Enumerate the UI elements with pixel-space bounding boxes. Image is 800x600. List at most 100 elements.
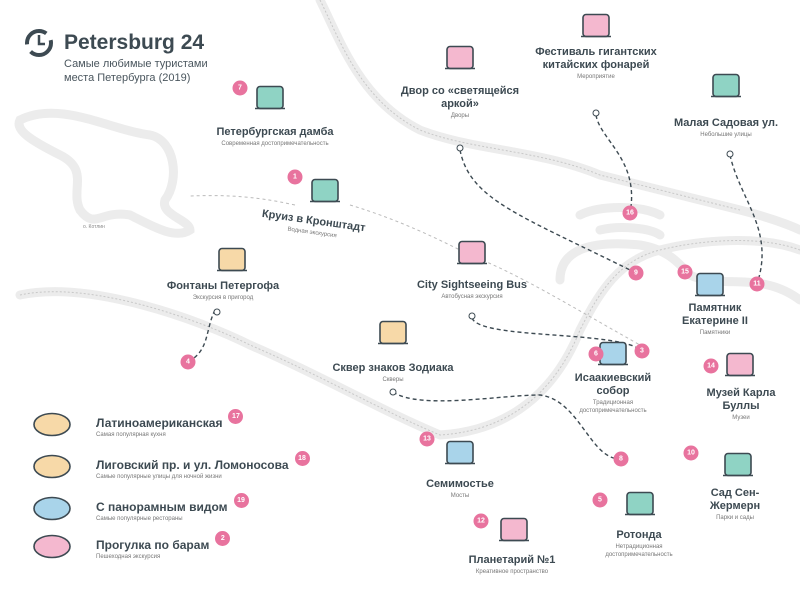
number-badge: 12 [473, 513, 489, 529]
number-badge: 9 [628, 265, 644, 281]
legend-title: С панорамным видом [96, 500, 228, 514]
place-category: Экскурсия в пригород [192, 295, 254, 301]
rotunda-icon [622, 489, 658, 524]
subtitle-line-1: Самые любимые туристами [64, 58, 208, 70]
place-category: Креативное пространство [475, 569, 549, 575]
number-badge: 6 [588, 346, 604, 362]
island-label: о. Котлин [83, 224, 105, 230]
place-category: Современная достопримечательность [221, 141, 329, 147]
place-category: Мероприятие [577, 74, 615, 80]
legend-subtitle: Самая популярная кухня [96, 432, 166, 439]
place-title: Исаакиевский собор [574, 372, 652, 397]
monument-icon [692, 270, 728, 305]
street-lamps-icon [708, 71, 744, 106]
lantern-icon [578, 11, 614, 46]
binoculars-icon [30, 493, 74, 530]
number-badge: 15 [677, 264, 693, 280]
place-category: Небольшие улицы [700, 132, 752, 138]
place-category: Дворы [450, 113, 470, 119]
planetarium-icon [496, 515, 532, 550]
place-title: Малая Садовая ул. [673, 117, 779, 129]
number-badge: 18 [294, 451, 310, 467]
number-badge: 11 [749, 276, 765, 292]
place-title: Памятник Екатерине II [682, 302, 748, 327]
place-title: Семимостье [426, 478, 494, 490]
place-category: Музеи [732, 415, 750, 421]
place-title: Фестиваль гигантских китайских фонарей [535, 46, 657, 71]
bus-icon [454, 238, 490, 273]
place-11[interactable]: Малая Садовая ул. Небольшие улицы [674, 117, 778, 139]
place-category: Скверы [382, 377, 404, 383]
clock-logo-icon [25, 29, 53, 57]
number-badge: 3 [634, 343, 650, 359]
dam-icon [252, 83, 288, 118]
place-category: Традиционная достопримечательность [579, 400, 647, 414]
place-9[interactable]: Двор со «светящейся аркой» Дворы [390, 85, 530, 120]
place-category: Парки и сады [716, 515, 754, 521]
number-badge: 17 [228, 409, 244, 425]
legend-title: Лиговский пр. и ул. Ломоносова [96, 458, 289, 472]
place-title: Сад Сен-Жермерн [709, 487, 761, 512]
museum-icon [722, 350, 758, 385]
place-title: Сквер знаков Зодиака [332, 362, 454, 374]
legend-subtitle: Самые популярные рестораны [96, 516, 183, 523]
place-category: Автобусная экскурсия [441, 294, 503, 300]
place-category: Памятники [699, 330, 731, 336]
place-title: Фонтаны Петергофа [166, 280, 280, 292]
subtitle: Самые любимые туристами места Петербурга… [64, 57, 264, 85]
bartender-icon [30, 531, 74, 568]
number-badge: 13 [419, 431, 435, 447]
cruise-route [189, 195, 296, 206]
legend-subtitle: Самые популярные улицы для ночной жизни [96, 474, 222, 481]
subtitle-line-2: места Петербурга (2019) [64, 72, 191, 84]
number-badge: 7 [232, 80, 248, 96]
place-category: Мосты [450, 493, 470, 499]
legend-subtitle: Пешеходная экскурсия [96, 554, 161, 561]
logo: Petersburg 24 [22, 26, 204, 60]
garden-icon [720, 450, 756, 485]
app-title: Petersburg 24 [64, 31, 205, 54]
place-title: Двор со «светящейся аркой» [400, 85, 520, 110]
number-badge: 10 [683, 445, 699, 461]
connector-lines [187, 114, 763, 460]
place-category: Нетрадиционная достопримечательность [605, 544, 673, 558]
bridge-icon [442, 438, 478, 473]
gemini-icon [375, 318, 411, 353]
moon-icon [30, 451, 74, 488]
number-badge: 4 [180, 354, 196, 370]
number-badge: 2 [215, 531, 231, 547]
palace-icon [214, 245, 250, 280]
bus-route [349, 204, 641, 346]
place-15[interactable]: Памятник Екатерине II Памятники [665, 302, 765, 337]
number-badge: 16 [622, 205, 638, 221]
number-badge: 8 [613, 451, 629, 467]
place-title: Музей Карла Буллы [706, 387, 776, 412]
ship-icon [307, 176, 343, 211]
place-title: Петербургская дамба [216, 126, 334, 138]
place-title: Планетарий №1 [468, 554, 556, 566]
place-title: City Sightseeing Bus [416, 279, 528, 291]
legend-title: Латиноамериканская [96, 416, 223, 430]
legend-title: Прогулка по барам [96, 538, 210, 552]
place-title: Ротонда [616, 529, 662, 541]
arch-icon [442, 43, 478, 78]
number-badge: 14 [703, 358, 719, 374]
place-12[interactable]: Планетарий №1 Креативное пространство [469, 554, 556, 576]
number-badge: 1 [287, 169, 303, 185]
sombrero-icon [30, 409, 74, 446]
